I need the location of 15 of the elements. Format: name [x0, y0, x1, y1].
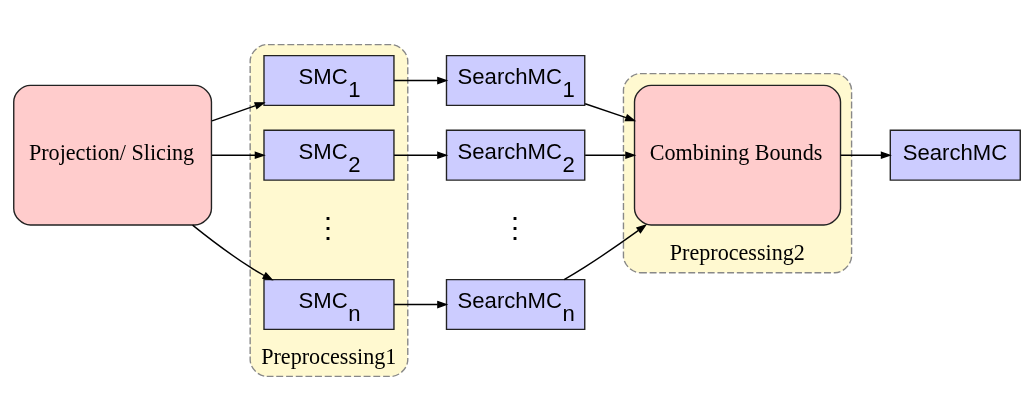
arrow	[393, 76, 449, 84]
arrow	[840, 150, 892, 159]
arrow	[191, 223, 274, 281]
label: ⋮	[501, 211, 530, 243]
arrow	[584, 102, 637, 121]
arrow	[393, 300, 449, 308]
arrow	[563, 223, 648, 280]
arrow	[393, 150, 449, 159]
arrow	[211, 150, 266, 159]
node-box: Projection/ Slicing	[13, 84, 213, 226]
node-box: SearchMC	[889, 129, 1021, 181]
arrow	[584, 150, 637, 159]
arrow	[211, 101, 266, 122]
node-box: Combining Bounds	[633, 84, 842, 226]
label: ⋮	[314, 211, 343, 243]
